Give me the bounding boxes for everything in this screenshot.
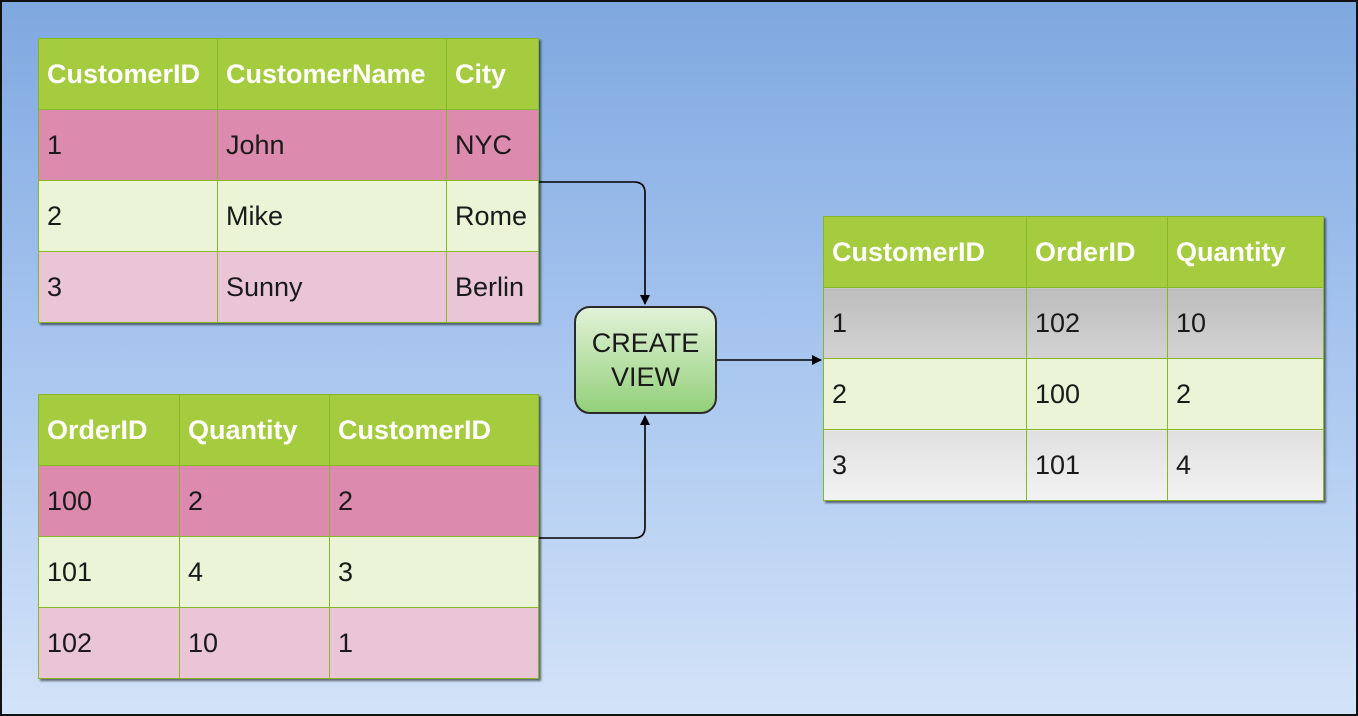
result-view-table: CustomerID OrderID Quantity 1 102 10 2 1… (823, 216, 1324, 501)
table-row: 1 102 10 (823, 287, 1324, 359)
table-header-row: CustomerID OrderID Quantity (823, 216, 1324, 288)
table-cell: Sunny (217, 251, 447, 323)
table-cell: 102 (38, 607, 180, 679)
table-row: 3 101 4 (823, 429, 1324, 501)
column-header: CustomerID (38, 38, 218, 110)
table-cell: 1 (38, 109, 218, 181)
table-cell: 10 (179, 607, 330, 679)
table-cell: 100 (1026, 358, 1168, 430)
table-cell: 3 (329, 536, 539, 608)
table-row: 1 John NYC (38, 109, 539, 181)
table-cell: 1 (329, 607, 539, 679)
table-cell: 10 (1167, 287, 1324, 359)
table-cell: 101 (38, 536, 180, 608)
table-cell: 4 (1167, 429, 1324, 501)
table-cell: John (217, 109, 447, 181)
table-cell: NYC (446, 109, 539, 181)
table-row: 3 Sunny Berlin (38, 251, 539, 323)
arrow-orders-to-create-view (538, 415, 650, 539)
column-header: CustomerName (217, 38, 447, 110)
table-cell: 101 (1026, 429, 1168, 501)
column-header: Quantity (1167, 216, 1324, 288)
orders-table: OrderID Quantity CustomerID 100 2 2 101 … (38, 394, 539, 679)
column-header: Quantity (179, 394, 330, 466)
column-header: OrderID (38, 394, 180, 466)
table-cell: 102 (1026, 287, 1168, 359)
table-cell: 2 (329, 465, 539, 537)
column-header: CustomerID (329, 394, 539, 466)
column-header: City (446, 38, 539, 110)
table-cell: 100 (38, 465, 180, 537)
arrow-customers-to-create-view (538, 181, 650, 305)
column-header: CustomerID (823, 216, 1027, 288)
table-header-row: CustomerID CustomerName City (38, 38, 539, 110)
column-header: OrderID (1026, 216, 1168, 288)
table-cell: 2 (38, 180, 218, 252)
table-cell: 2 (179, 465, 330, 537)
table-cell: Rome (446, 180, 539, 252)
table-cell: 1 (823, 287, 1027, 359)
table-row: 100 2 2 (38, 465, 539, 537)
table-header-row: OrderID Quantity CustomerID (38, 394, 539, 466)
table-row: 102 10 1 (38, 607, 539, 679)
table-cell: Berlin (446, 251, 539, 323)
table-row: 101 4 3 (38, 536, 539, 608)
table-cell: Mike (217, 180, 447, 252)
table-cell: 2 (823, 358, 1027, 430)
table-row: 2 Mike Rome (38, 180, 539, 252)
create-view-node: CREATE VIEW (574, 306, 717, 414)
table-cell: 2 (1167, 358, 1324, 430)
table-cell: 3 (38, 251, 218, 323)
table-cell: 4 (179, 536, 330, 608)
customers-table: CustomerID CustomerName City 1 John NYC … (38, 38, 539, 323)
table-cell: 3 (823, 429, 1027, 501)
table-row: 2 100 2 (823, 358, 1324, 430)
